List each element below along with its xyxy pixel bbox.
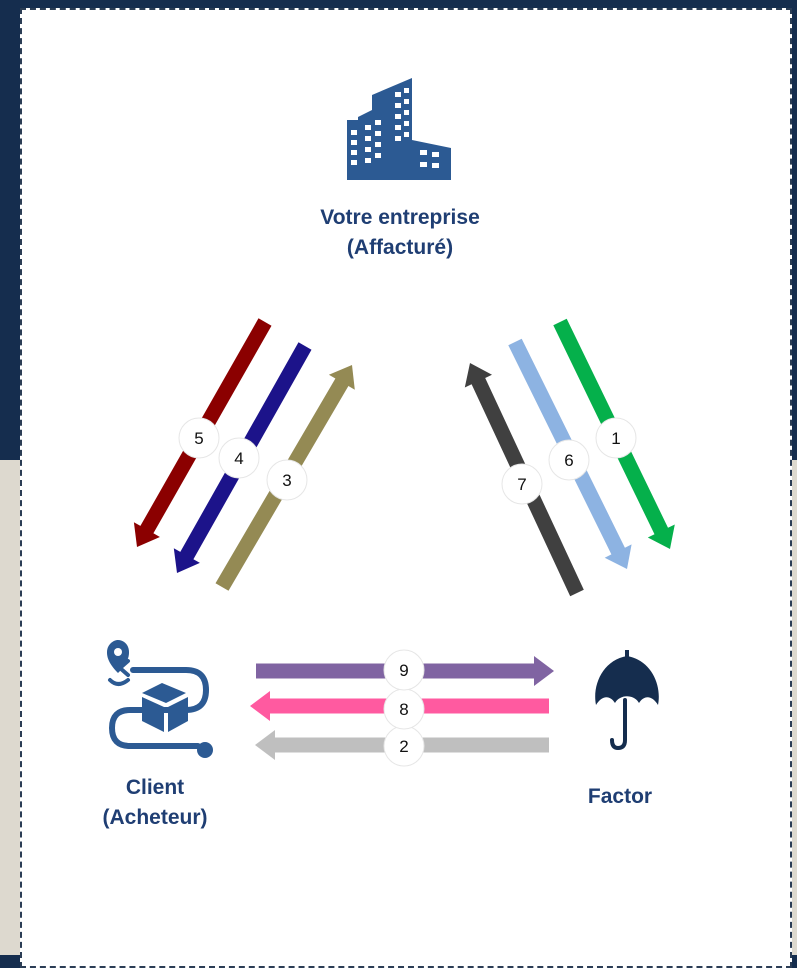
step-number-3: 3 xyxy=(282,471,291,490)
step-number-6: 6 xyxy=(564,451,573,470)
client-name: Client xyxy=(125,776,185,799)
step-number-5: 5 xyxy=(194,429,203,448)
flow-arrow-7: 7 xyxy=(464,363,584,597)
flow-arrow-4: 4 xyxy=(173,342,312,573)
step-number-4: 4 xyxy=(234,449,243,468)
step-badge-9 xyxy=(383,649,425,691)
flow-arrow-3: 3 xyxy=(215,365,355,591)
step-number-8: 8 xyxy=(399,700,408,719)
flow-arrow-8: 8 xyxy=(250,688,549,730)
delivery-route-icon xyxy=(107,640,213,758)
step-number-9: 9 xyxy=(399,661,408,680)
factor-label: Factor xyxy=(555,782,685,812)
flow-arrows: 1 2 3 4 5 6 7 8 9 xyxy=(133,318,675,767)
company-label: Votre entreprise (Affacturé) xyxy=(260,203,540,263)
step-badge-3 xyxy=(266,459,308,501)
client-role: (Acheteur) xyxy=(102,806,208,829)
umbrella-icon xyxy=(595,650,659,751)
company-name: Votre entreprise xyxy=(320,206,480,229)
step-badge-1 xyxy=(595,417,637,459)
factor-name: Factor xyxy=(587,785,653,808)
step-number-2: 2 xyxy=(399,737,408,756)
flow-arrow-2: 2 xyxy=(255,725,549,767)
step-badge-5 xyxy=(178,417,220,459)
building-icon xyxy=(347,78,451,180)
company-role: (Affacturé) xyxy=(346,236,454,259)
step-number-1: 1 xyxy=(611,429,620,448)
step-badge-4 xyxy=(218,437,260,479)
flow-arrow-9: 9 xyxy=(256,649,554,691)
flow-arrow-6: 6 xyxy=(508,338,632,569)
flow-arrow-5: 5 xyxy=(133,318,272,547)
step-number-7: 7 xyxy=(517,475,526,494)
step-badge-6 xyxy=(548,439,590,481)
step-badge-7 xyxy=(501,463,543,505)
client-label: Client (Acheteur) xyxy=(60,773,250,833)
flow-arrow-1: 1 xyxy=(553,318,675,549)
